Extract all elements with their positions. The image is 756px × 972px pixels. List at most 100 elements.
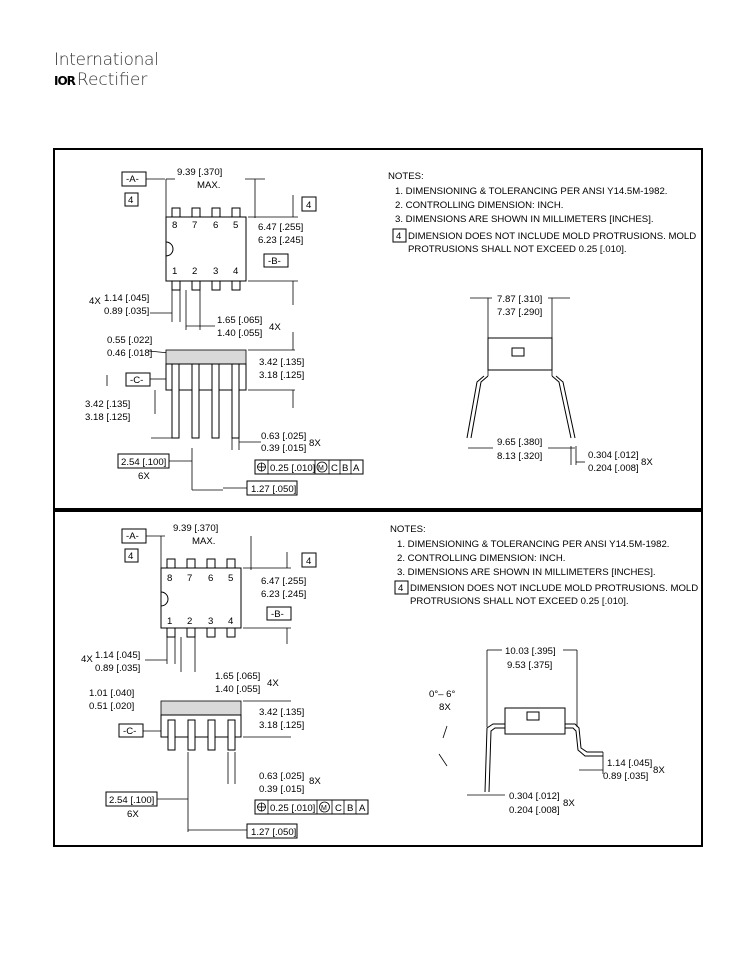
body-height-b: 3.18 [.125] [259,370,304,381]
width-dim-b-2: 6.23 [.245] [261,589,306,600]
pin-8-2: 8 [167,573,172,584]
end-lead-left-2 [484,723,505,793]
end-lead-right [551,375,572,439]
length-dim-a: 9.39 [.370] [177,167,222,178]
thickness-count: 8X [641,457,653,468]
side-body-2 [160,714,242,738]
fcf-datum-b: B [342,463,348,474]
pitch-dim-2: 2.54 [.100] [109,795,154,806]
body-height-b-2: 3.18 [.125] [259,720,304,731]
length-dim-b-2: MAX. [192,536,215,547]
note-4b-2: PROTRUSIONS SHALL NOT EXCEED 0.25 [.010]… [410,596,629,607]
datum-a-label-2: -A- [126,531,139,542]
note-1: 1. DIMENSIONING & TOLERANCING PER ANSI Y… [395,186,667,197]
pitch-count: 6X [138,471,150,482]
shoulder-dim-a: 1.65 [.065] [217,315,262,326]
note-4-flag-2 [394,580,409,595]
pin-8: 8 [172,220,177,231]
fcf-mmc-2: M [321,805,327,812]
side-body-top-2 [160,700,242,716]
note4-flag-right [301,196,317,212]
datum-b-label-2: -B- [271,609,284,620]
gull-length-count: 8X [653,765,665,776]
lead-length-b: 3.18 [.125] [85,412,130,423]
pin-6-2: 6 [208,573,213,584]
pitch-count-2: 6X [127,809,139,820]
end-lead-right-2 [565,723,603,753]
pin-5-2: 5 [228,573,233,584]
pin-2: 2 [192,266,197,277]
thickness-count-2: 8X [563,798,575,809]
note-4-num-2: 4 [398,583,404,594]
note4-flag-right-2 [301,552,317,568]
span-length-a: 9.65 [.380] [497,437,542,448]
lead-width-a: 0.63 [.025] [261,431,306,442]
lead-dim-a-2: 1.14 [.045] [95,650,140,661]
span-width-a: 7.87 [.310] [497,294,542,305]
flag-num-right-2: 4 [306,556,312,567]
bottom-dim: 1.27 [.050] [251,484,296,495]
end-view-notch-2 [526,711,540,721]
logo-mark: IOR [54,74,76,88]
pin-1-2: 1 [167,616,172,627]
smd-drawing-svg: -A- 4 9.39 [.370] MAX. 8 7 6 5 1 2 3 4 4… [81,523,698,839]
datum-b-box [263,253,289,268]
package-body-top [165,216,247,282]
shoulder-count-2: 4X [267,678,279,689]
pin-7: 7 [192,220,197,231]
pin1-notch-2 [160,591,169,607]
length-dim-b: MAX. [197,180,220,191]
feature-control-frame-2 [254,799,369,815]
fcf-datum-b-2: B [347,803,353,814]
fcf-mmc: M [318,465,324,472]
pin-7-2: 7 [187,573,192,584]
note-4a: DIMENSION DOES NOT INCLUDE MOLD PROTRUSI… [408,231,696,242]
dip-drawing-svg: -A- 4 9.39 [.370] MAX. 8 7 6 5 1 2 3 4 4… [85,167,696,496]
pin1-notch [165,241,174,257]
pin-4-2: 4 [228,616,234,627]
shoulder-dim-b: 1.40 [.055] [217,328,262,339]
notes-title-2: NOTES: [390,524,426,535]
lead-width-a-2: 0.63 [.025] [259,771,304,782]
length-dim-a-2: 9.39 [.370] [173,523,218,534]
pin-3-2: 3 [208,616,213,627]
lead-width-count-2: 8X [309,776,321,787]
top-pins [171,207,241,291]
flag-num: 4 [128,195,134,206]
standoff-dim-a-2: 1.01 [.040] [89,688,134,699]
span-length-b: 8.13 [.320] [497,451,542,462]
shoulder-dim-b-2: 1.40 [.055] [215,684,260,695]
lead-length-a: 3.42 [.135] [85,399,130,410]
shoulder-count: 4X [269,322,281,333]
standoff-dim-b: 0.46 [.018] [107,348,152,359]
datum-a-label: -A- [126,174,139,185]
shoulder-dim-a-2: 1.65 [.065] [215,671,260,682]
logo-line-1: International [54,50,159,70]
standoff-dim-a: 0.55 [.022] [107,335,152,346]
note-4-num: 4 [396,231,402,242]
gull-length-b: 0.89 [.035] [603,771,648,782]
side-leads-2 [167,719,236,751]
body-height-a: 3.42 [.135] [259,357,304,368]
thickness-dim-a: 0.304 [.012] [588,450,639,461]
bottom-dim-2: 1.27 [.050] [251,827,296,838]
note-2-2: 2. CONTROLLING DIMENSION: INCH. [397,553,565,564]
note-4a-2: DIMENSION DOES NOT INCLUDE MOLD PROTRUSI… [410,583,698,594]
note-4-flag [392,228,407,243]
end-view-notch [511,347,525,357]
lead-width-count: 8X [309,438,321,449]
pitch-dim: 2.54 [.100] [121,457,166,468]
datum-c-label: -C- [130,375,143,386]
logo-rectifier: Rectifier [76,70,148,90]
span-width-b: 7.37 [.290] [497,307,542,318]
width-dim-a-2: 6.47 [.255] [261,576,306,587]
note4-flag-left [124,192,139,207]
width-dim-b: 6.23 [.245] [258,235,303,246]
note4-flag-left-2 [124,548,139,563]
feature-control-frame [254,459,364,475]
span-width-a-2: 10.03 [.395] [505,646,556,657]
datum-c-box-2 [118,723,144,738]
lead-width-b-2: 0.39 [.015] [259,784,304,795]
lead-dim-a: 1.14 [.045] [104,293,149,304]
